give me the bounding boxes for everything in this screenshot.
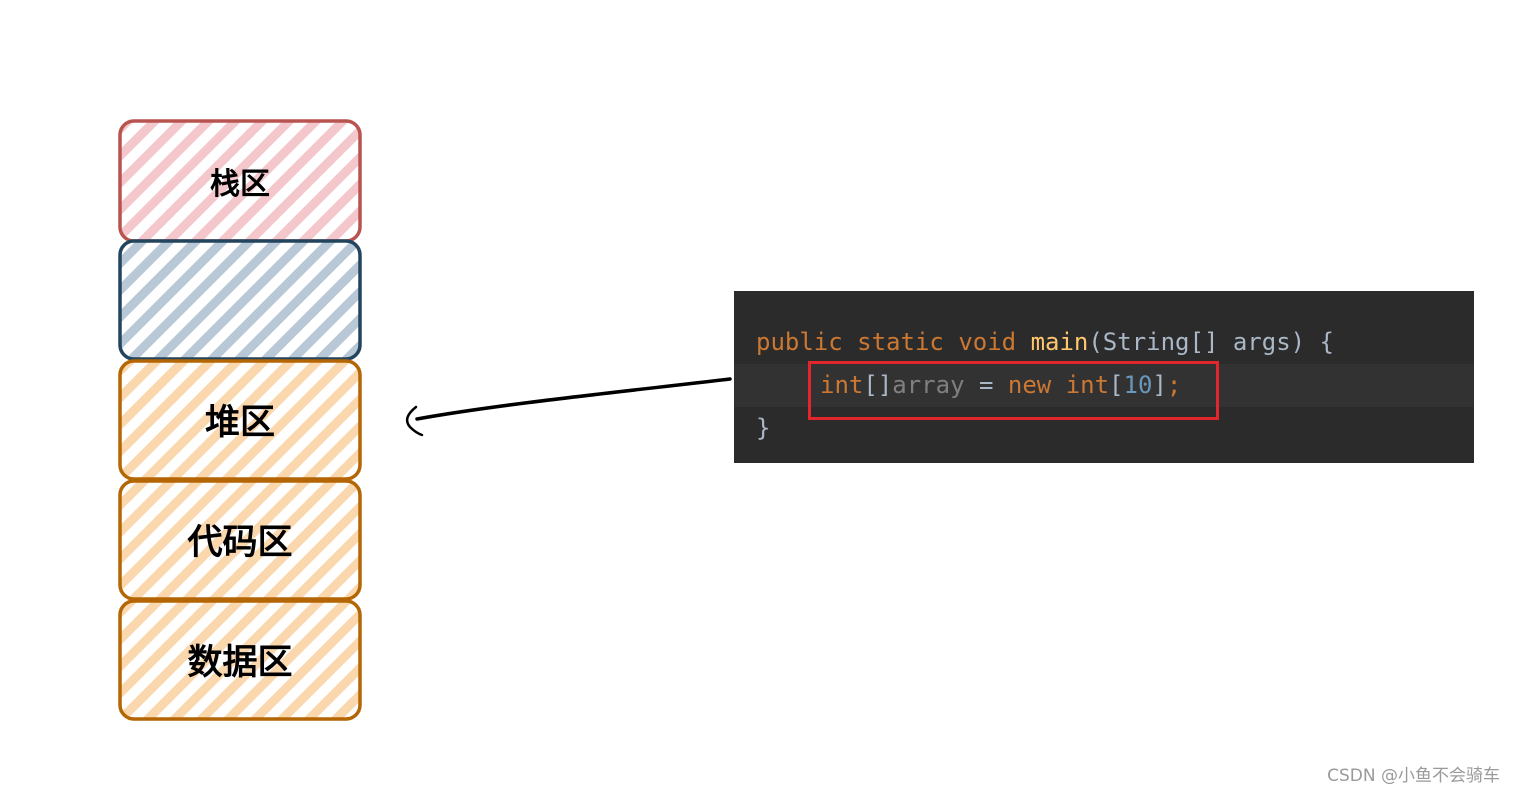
code-line-main-signature: public static void main(String[] args) { [734, 321, 1474, 364]
arrow-head-icon [405, 405, 424, 437]
code-region-label: 代码区 [186, 523, 292, 563]
unlabeled-region [118, 239, 362, 361]
heap-region-label: 堆区 [205, 403, 275, 443]
code-token-void: void [958, 328, 1017, 356]
code-token-brace: } [756, 414, 771, 442]
code-token-assign: = [964, 371, 1008, 399]
code-token-int-type: int [820, 371, 864, 399]
code-token-main: main [1030, 328, 1089, 356]
code-token-static: static [857, 328, 944, 356]
code-token-brackets: [] [863, 371, 893, 399]
code-token-size: 10 [1123, 371, 1153, 399]
heap-region: 堆区 [118, 359, 362, 481]
arrow-to-heap [405, 377, 732, 437]
watermark: CSDN @小鱼不会骑车 [1327, 766, 1500, 786]
code-token-new: new [1007, 371, 1052, 399]
code-token-params: (String[] args) { [1088, 328, 1334, 356]
data-region-label: 数据区 [187, 643, 292, 683]
code-line-array-declaration: int[]array = new int[10]; [734, 364, 1474, 407]
code-token-int-new: int [1065, 371, 1110, 399]
code-token-semicolon: ; [1166, 371, 1182, 399]
stack-region-label: 栈区 [210, 167, 270, 202]
stack-region: 栈区 [118, 119, 362, 243]
data-region: 数据区 [118, 599, 362, 721]
highlighted-statement-box [808, 361, 1219, 420]
code-token-array-var: array [892, 371, 965, 399]
code-token-close-bracket: ] [1152, 371, 1167, 399]
code-token-open-bracket: [ [1109, 371, 1124, 399]
code-snippet-panel: public static void main(String[] args) {… [734, 291, 1474, 463]
code-token-public: public [756, 328, 843, 356]
code-region: 代码区 [118, 479, 362, 601]
code-line-closing-brace: } [734, 407, 1474, 450]
